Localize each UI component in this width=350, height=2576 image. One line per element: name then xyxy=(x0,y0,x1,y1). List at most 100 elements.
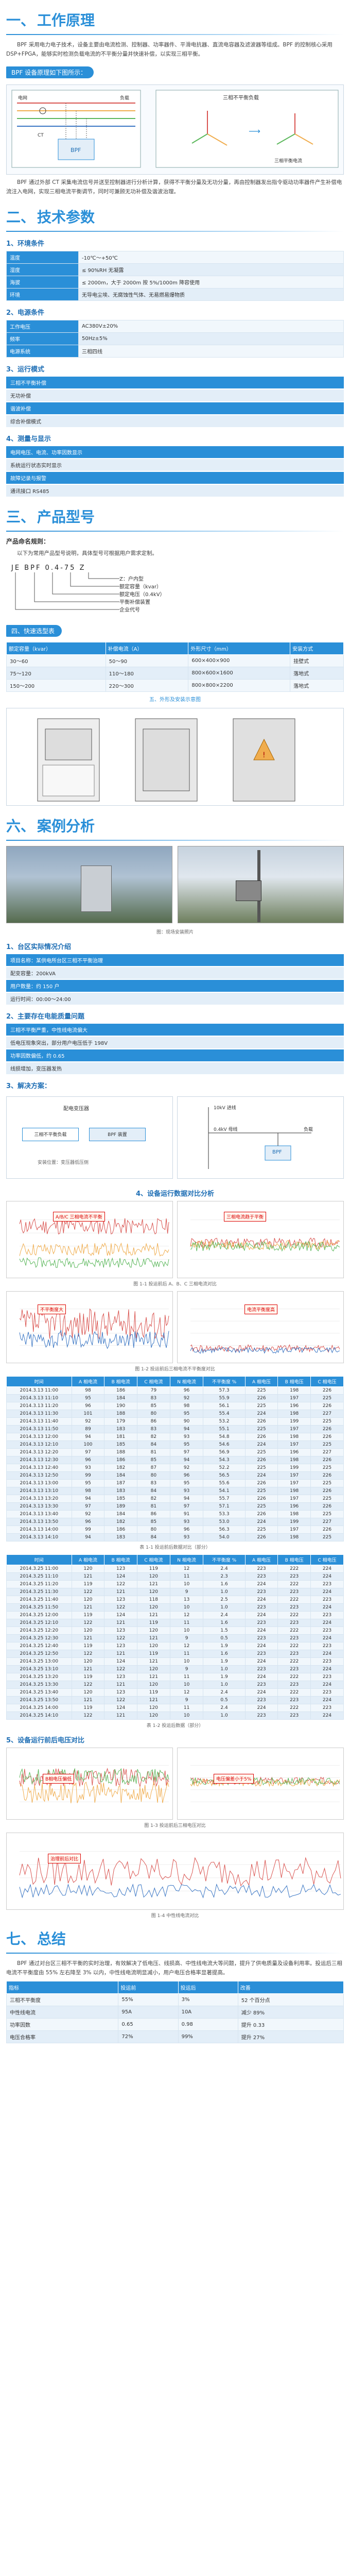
table-cell: 226 xyxy=(244,1479,278,1487)
table-cell: 124 xyxy=(104,1611,137,1619)
table-cell: 124 xyxy=(104,1703,137,1712)
table-cell: 224 xyxy=(244,1611,278,1619)
table-cell: 182 xyxy=(104,1463,137,1472)
list-item: 线损增加，变压器发热 xyxy=(6,1062,344,1074)
site-photo-pole xyxy=(178,845,344,923)
chart3-ann-right: 电压偏差小于5% xyxy=(214,1773,254,1784)
chart2-before-svg xyxy=(19,1308,169,1349)
table-cell: 2014.3.25 13:50 xyxy=(6,1696,72,1704)
diag-bpf-label: BPF xyxy=(71,147,81,154)
table-cell: 225 xyxy=(310,1494,344,1503)
table-cell: 122 xyxy=(104,1580,137,1588)
table-cell: 83 xyxy=(136,1479,170,1487)
section-2-title: 技术参数 xyxy=(37,209,95,225)
table-cell: 2014.3.13 13:10 xyxy=(6,1486,72,1495)
table-cell: 94 xyxy=(71,1494,105,1503)
table-cell: 85 xyxy=(136,1401,170,1410)
table-cell: 11 xyxy=(169,1649,204,1658)
table-cell: 122 xyxy=(71,1680,105,1689)
column-header: 不平衡度 % xyxy=(203,1554,246,1565)
power-title: 2、电源条件 xyxy=(6,309,45,317)
mode-title: 3、运行模式 xyxy=(6,365,45,374)
series-line xyxy=(19,1781,169,1804)
table-cell: 122 xyxy=(104,1634,137,1642)
table-cell: 2014.3.25 11:00 xyxy=(6,1564,72,1573)
table-cell: 196 xyxy=(277,1502,311,1511)
table-cell: 181 xyxy=(104,1432,137,1441)
column-header: 不平衡度 % xyxy=(203,1376,246,1387)
chart3-caption: 图 1-3 投运前后三相电压对比 xyxy=(144,1823,206,1828)
table-cell: 222 xyxy=(277,1672,311,1681)
table-cell: 55.4 xyxy=(203,1409,246,1418)
table-cell: 56.5 xyxy=(203,1471,246,1480)
table-cell: 223 xyxy=(277,1696,311,1704)
table-cell: 55.1 xyxy=(203,1425,246,1433)
table-cell: 2014.3.25 11:40 xyxy=(6,1595,72,1604)
chart2-ann-left: 不平衡度大 xyxy=(38,1304,66,1314)
table-cell: 91 xyxy=(169,1510,204,1518)
table-cell: 提升 0.33 xyxy=(237,2018,344,2031)
table-cell: 96 xyxy=(169,1471,204,1480)
table-cell: 226 xyxy=(244,1494,278,1503)
table-cell: 2014.3.25 11:10 xyxy=(6,1572,72,1581)
table-cell: 225 xyxy=(244,1401,278,1410)
table-cell: 199 xyxy=(277,1417,311,1426)
table-cell: 98 xyxy=(169,1401,204,1410)
table-cell: 0.98 xyxy=(178,2018,238,2031)
table-cell: 223 xyxy=(244,1711,278,1720)
diag-grid-label: 电网 xyxy=(18,95,27,101)
sol-right-label2: 0.4kV 母线 xyxy=(214,1127,238,1132)
show-list: 电网电压、电流、功率因数显示系统运行状态实时显示故障记录与报警通讯接口 RS48… xyxy=(6,446,344,497)
solution-right-diagram: 10kV 进线 0.4kV 母线 BPF 负载 xyxy=(177,1096,344,1179)
table-cell: 223 xyxy=(244,1649,278,1658)
principle-diagram: 电网 负载 BPF CT 三相不平衡负载 ⟶ 三相平衡电流 xyxy=(6,84,344,175)
list-item: 综合补偿模式 xyxy=(6,415,344,427)
param-value: 三相四线 xyxy=(78,344,344,358)
table-cell: 95 xyxy=(169,1479,204,1487)
table-cell: 12 xyxy=(169,1688,204,1697)
table-cell: 120 xyxy=(136,1703,170,1712)
chart1-ann-right: 三相电流趋于平衡 xyxy=(224,1211,267,1222)
table-cell: 226 xyxy=(244,1455,278,1464)
table-cell: 121 xyxy=(71,1572,105,1581)
table-cell: 123 xyxy=(104,1626,137,1635)
table-cell: 226 xyxy=(310,1401,344,1410)
table-cell: 80 xyxy=(136,1471,170,1480)
chart2-after: 电流平衡度高 xyxy=(177,1291,344,1363)
table-cell: 95 xyxy=(71,1479,105,1487)
table-cell: 224 xyxy=(244,1641,278,1650)
table-cell: 120 xyxy=(136,1603,170,1612)
table-cell: 220～300 xyxy=(105,679,189,692)
column-header: 投运后 xyxy=(178,1980,238,1994)
section-6-number: 六、 xyxy=(6,818,36,834)
table-cell: 223 xyxy=(244,1587,278,1596)
table-cell: 9 xyxy=(169,1665,204,1673)
section-6-title: 案例分析 xyxy=(37,818,95,834)
table-cell: 54.0 xyxy=(203,1533,246,1541)
table-cell: 93 xyxy=(169,1432,204,1441)
table-cell: 98 xyxy=(71,1486,105,1495)
table-cell: 225 xyxy=(310,1479,344,1487)
column-header: A 相电压 xyxy=(244,1376,278,1387)
table-cell: 224 xyxy=(310,1603,344,1612)
table-cell: 224 xyxy=(310,1618,344,1627)
table-cell: 223 xyxy=(310,1641,344,1650)
problem-title: 2、主要存在电能质量问题 xyxy=(6,1012,85,1021)
model-desc-item: 额定电压（0.4kV） xyxy=(119,591,165,598)
table-cell: 800×600×1600 xyxy=(188,666,291,680)
column-header: B 相电压 xyxy=(277,1554,311,1565)
series-line xyxy=(190,1777,340,1787)
section-7-number: 七、 xyxy=(6,1930,36,1947)
table-cell: 83 xyxy=(136,1425,170,1433)
column-header: A 相电流 xyxy=(71,1554,105,1565)
table-cell: 2014.3.13 12:50 xyxy=(6,1471,72,1480)
chart4: 治理前后对比 xyxy=(6,1832,344,1910)
